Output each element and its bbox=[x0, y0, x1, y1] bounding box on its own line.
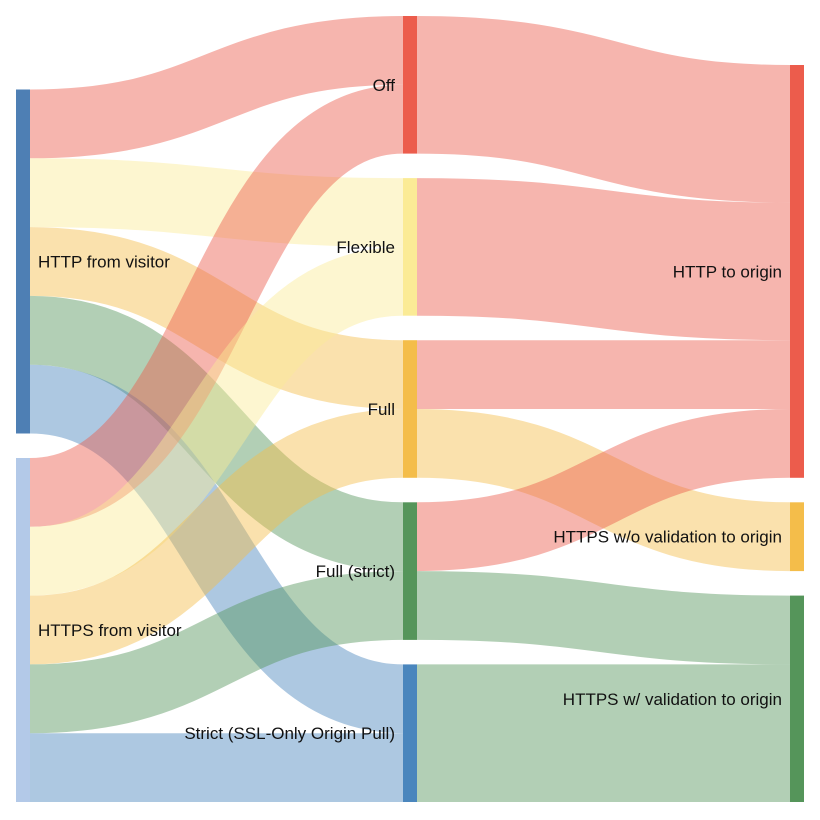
node-http_visitor bbox=[16, 89, 30, 434]
node-off bbox=[403, 16, 417, 154]
link-http_visitor-to-flexible bbox=[29, 158, 404, 247]
node-label-https_noval: HTTPS w/o validation to origin bbox=[553, 528, 782, 547]
link-full-to-https_noval bbox=[416, 409, 791, 572]
link-https_visitor-to-full_strict bbox=[29, 571, 404, 734]
node-label-full: Full bbox=[368, 400, 395, 419]
link-http_visitor-to-off bbox=[29, 16, 404, 159]
node-label-off: Off bbox=[373, 76, 396, 95]
link-https_visitor-to-flexible bbox=[28, 246, 405, 596]
link-https_visitor-to-off bbox=[28, 84, 405, 527]
node-label-http_visitor: HTTP from visitor bbox=[38, 252, 170, 271]
node-https_visitor bbox=[16, 458, 30, 802]
node-https_noval bbox=[790, 502, 804, 572]
node-http_origin bbox=[790, 65, 804, 478]
node-label-full_strict: Full (strict) bbox=[316, 562, 395, 581]
node-strict bbox=[403, 664, 417, 802]
link-flexible-to-http_origin bbox=[416, 178, 791, 341]
node-https_val bbox=[790, 595, 804, 802]
node-label-flexible: Flexible bbox=[336, 238, 395, 257]
link-http_visitor-to-full bbox=[29, 227, 404, 409]
link-full_strict-to-http_origin bbox=[416, 409, 791, 572]
node-label-strict: Strict (SSL-Only Origin Pull) bbox=[184, 724, 395, 743]
link-off-to-http_origin bbox=[416, 16, 791, 203]
links-layer bbox=[28, 16, 791, 803]
link-http_visitor-to-full_strict bbox=[28, 295, 405, 572]
node-label-https_val: HTTPS w/ validation to origin bbox=[563, 690, 782, 709]
node-full_strict bbox=[403, 502, 417, 640]
node-label-http_origin: HTTP to origin bbox=[673, 262, 782, 281]
link-http_visitor-to-strict bbox=[28, 364, 405, 734]
link-https_visitor-to-full bbox=[29, 409, 404, 665]
node-full bbox=[403, 340, 417, 478]
link-full_strict-to-https_val bbox=[416, 571, 791, 665]
node-label-https_visitor: HTTPS from visitor bbox=[38, 621, 182, 640]
nodes-layer bbox=[16, 16, 804, 802]
node-flexible bbox=[403, 178, 417, 316]
